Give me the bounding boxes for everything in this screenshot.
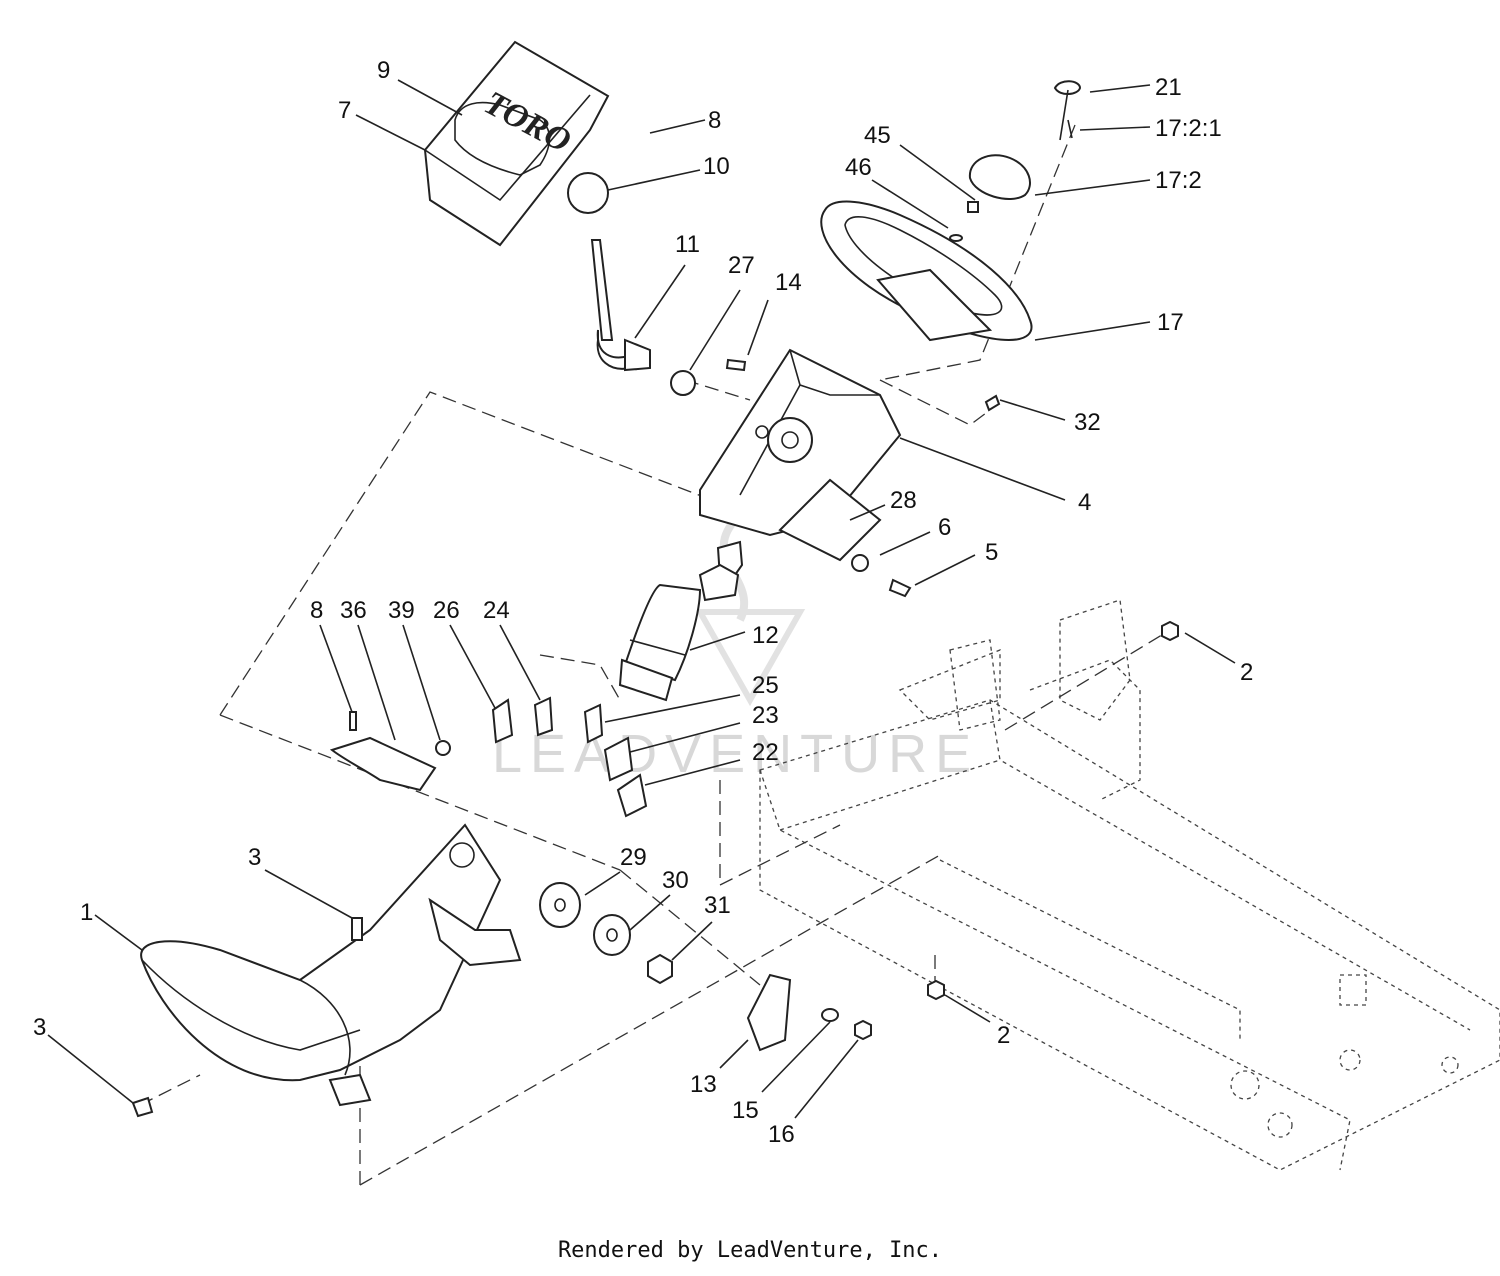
nut-31 xyxy=(647,953,673,985)
callout-labels: 9 7 8 10 11 27 14 21 17:2:1 45 17:2 46 1… xyxy=(33,57,1253,1148)
callout-12: 12 xyxy=(752,622,779,649)
callout-30: 30 xyxy=(662,867,689,894)
bolt-14 xyxy=(725,358,747,372)
rendered-by-footer: Rendered by LeadVenture, Inc. xyxy=(557,1238,943,1263)
screw-8 xyxy=(349,711,357,731)
bolt-32 xyxy=(984,394,1001,412)
hydraulic-fittings xyxy=(435,696,648,818)
callout-45: 45 xyxy=(864,122,891,149)
callout-28: 28 xyxy=(890,487,917,514)
bolt-3-upper xyxy=(351,917,363,941)
console-cover: TORO xyxy=(423,40,610,247)
foot-pedal xyxy=(140,823,522,1107)
leader-lines xyxy=(47,79,1236,1119)
washer-30-hole xyxy=(606,928,618,942)
washer-30 xyxy=(593,914,631,956)
callout-5: 5 xyxy=(985,539,998,566)
callout-11: 11 xyxy=(675,231,700,258)
callout-14: 14 xyxy=(775,269,802,296)
callout-10: 10 xyxy=(703,153,730,180)
washer-6 xyxy=(851,554,869,572)
washer-29-hole xyxy=(554,898,566,912)
callout-24: 24 xyxy=(483,597,510,624)
callout-2-upper: 2 xyxy=(1240,659,1253,686)
callout-13: 13 xyxy=(690,1071,717,1098)
bracket-36 xyxy=(329,736,437,792)
callout-25: 25 xyxy=(752,672,779,699)
watermark-text: LEADVENTURE xyxy=(492,724,979,784)
washer-46 xyxy=(949,234,963,242)
emblem-stem xyxy=(1059,89,1069,141)
washer-15 xyxy=(821,1008,839,1022)
callout-31: 31 xyxy=(704,892,731,919)
callout-32: 32 xyxy=(1074,409,1101,436)
steering-cap xyxy=(968,154,1031,200)
callout-17-2-1: 17:2:1 xyxy=(1155,115,1222,142)
callout-1: 1 xyxy=(80,899,93,926)
callout-8-top: 8 xyxy=(708,107,721,134)
nut-2-upper xyxy=(1161,620,1179,642)
bushing-27 xyxy=(670,370,696,396)
steering-bracket xyxy=(699,348,902,562)
washer-29 xyxy=(539,882,581,928)
callout-23: 23 xyxy=(752,702,779,729)
callout-9: 9 xyxy=(377,57,390,84)
callout-21: 21 xyxy=(1155,74,1182,101)
callout-7: 7 xyxy=(338,97,351,124)
nut-45 xyxy=(967,201,979,213)
main-frame xyxy=(759,599,1500,1171)
emblem-21 xyxy=(1053,80,1082,95)
bolt-5 xyxy=(888,578,912,598)
bracket-13 xyxy=(746,973,792,1052)
callout-2-lower: 2 xyxy=(997,1022,1010,1049)
callout-27: 27 xyxy=(728,252,755,279)
steering-valve xyxy=(618,540,744,702)
nut-16 xyxy=(854,1019,872,1041)
callout-17: 17 xyxy=(1157,309,1184,336)
nut-2-lower xyxy=(927,979,945,1001)
callout-15: 15 xyxy=(732,1097,759,1124)
bolt-3-lower xyxy=(131,1096,154,1118)
callout-3-upper: 3 xyxy=(248,844,261,871)
callout-8-left: 8 xyxy=(310,597,323,624)
callout-26: 26 xyxy=(433,597,460,624)
steering-wheel xyxy=(820,200,1033,342)
callout-6: 6 xyxy=(938,514,951,541)
callout-36: 36 xyxy=(340,597,367,624)
callout-4: 4 xyxy=(1078,489,1091,516)
callout-17-2: 17:2 xyxy=(1155,167,1202,194)
leadventure-watermark: LEADVENTURE xyxy=(492,517,979,784)
callout-22: 22 xyxy=(752,739,779,766)
callout-39: 39 xyxy=(388,597,415,624)
callout-46: 46 xyxy=(845,154,872,181)
speed-lever xyxy=(567,172,651,372)
screw-17-2-1 xyxy=(1067,119,1073,139)
callout-3-lower: 3 xyxy=(33,1014,46,1041)
callout-16: 16 xyxy=(768,1121,795,1148)
callout-29: 29 xyxy=(620,844,647,871)
